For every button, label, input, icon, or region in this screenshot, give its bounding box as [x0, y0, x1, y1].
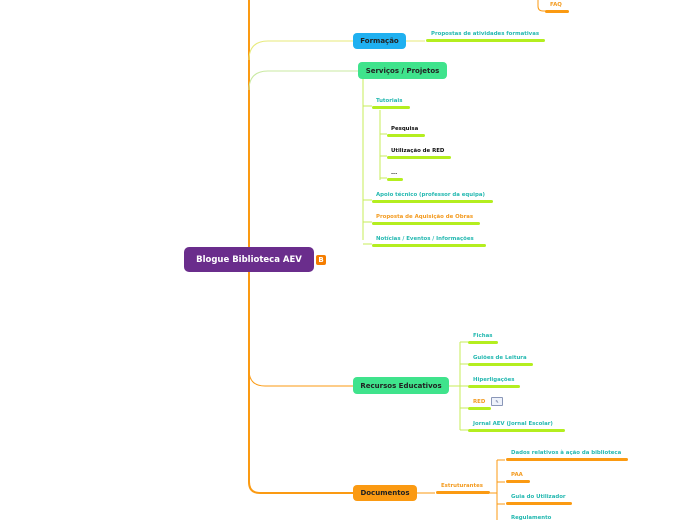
tutoriais-child-2[interactable]: Utilização de RED — [391, 148, 445, 154]
tutoriais-child-3[interactable]: ... — [391, 170, 398, 176]
connector-formacao — [248, 40, 353, 61]
formacao-child-1-underline — [426, 39, 545, 42]
connector-recursos-children — [449, 341, 468, 431]
recursos-node[interactable]: Recursos Educativos — [353, 377, 449, 394]
formacao-child-1[interactable]: Propostas de atividades formativas — [431, 31, 540, 37]
formacao-node[interactable]: Formação — [353, 33, 406, 49]
recursos-child-4[interactable]: RED — [473, 399, 486, 405]
estruturantes-label[interactable]: Estruturantes — [441, 483, 483, 489]
faq-label[interactable]: FAQ — [550, 2, 562, 8]
connector-tutoriais-children — [379, 110, 387, 180]
servicos-child-1[interactable]: Apoio técnico (professor da equipa) — [376, 192, 485, 198]
connector-servicos — [248, 70, 358, 91]
documentos-child-1-underline — [506, 458, 628, 461]
blogger-icon[interactable]: B — [316, 255, 326, 265]
note-icon[interactable]: ✎ — [491, 397, 503, 406]
servicos-child-2-underline — [372, 222, 480, 225]
recursos-child-2[interactable]: Guiões de Leitura — [473, 355, 527, 361]
connector-faq — [537, 0, 546, 12]
tutoriais-label[interactable]: Tutoriais — [376, 98, 403, 104]
root-node[interactable]: Blogue Biblioteca AEV — [184, 247, 314, 272]
documentos-child-3[interactable]: Guia do Utilizador — [511, 494, 566, 500]
recursos-child-1[interactable]: Fichas — [473, 333, 493, 339]
recursos-child-5-underline — [468, 429, 565, 432]
estruturantes-underline — [436, 491, 490, 494]
recursos-child-2-underline — [468, 363, 533, 366]
recursos-child-1-underline — [468, 341, 498, 344]
connector-recursos — [248, 369, 353, 387]
documentos-child-2-underline — [506, 480, 530, 483]
recursos-child-5[interactable]: Jornal AEV (Jornal Escolar) — [473, 421, 553, 427]
recursos-child-3-underline — [468, 385, 520, 388]
servicos-child-2[interactable]: Proposta de Aquisição de Obras — [376, 214, 474, 220]
faq-underline — [545, 10, 569, 13]
connector-documentos-children — [417, 459, 505, 520]
documentos-child-3-underline — [506, 502, 572, 505]
tutoriais-child-1[interactable]: Pesquisa — [391, 126, 419, 132]
tutoriais-child-2-underline — [387, 156, 451, 159]
servicos-child-3[interactable]: Notícias / Eventos / Informações — [376, 236, 474, 242]
connector-servicos-children — [362, 79, 372, 245]
servicos-child-1-underline — [372, 200, 493, 203]
tutoriais-child-3-underline — [387, 178, 403, 181]
recursos-child-4-underline — [468, 407, 491, 410]
documentos-node[interactable]: Documentos — [353, 485, 417, 501]
tutoriais-child-1-underline — [387, 134, 425, 137]
documentos-child-1[interactable]: Dados relativos à ação da biblioteca — [511, 450, 622, 456]
servicos-node[interactable]: Serviços / Projetos — [358, 62, 447, 79]
recursos-child-3[interactable]: Hiperligações — [473, 377, 515, 383]
tutoriais-underline — [372, 106, 410, 109]
documentos-child-4[interactable]: Regulamento — [511, 515, 552, 521]
servicos-child-3-underline — [372, 244, 486, 247]
trunk-line — [248, 0, 353, 494]
documentos-child-2[interactable]: PAA — [511, 472, 523, 478]
